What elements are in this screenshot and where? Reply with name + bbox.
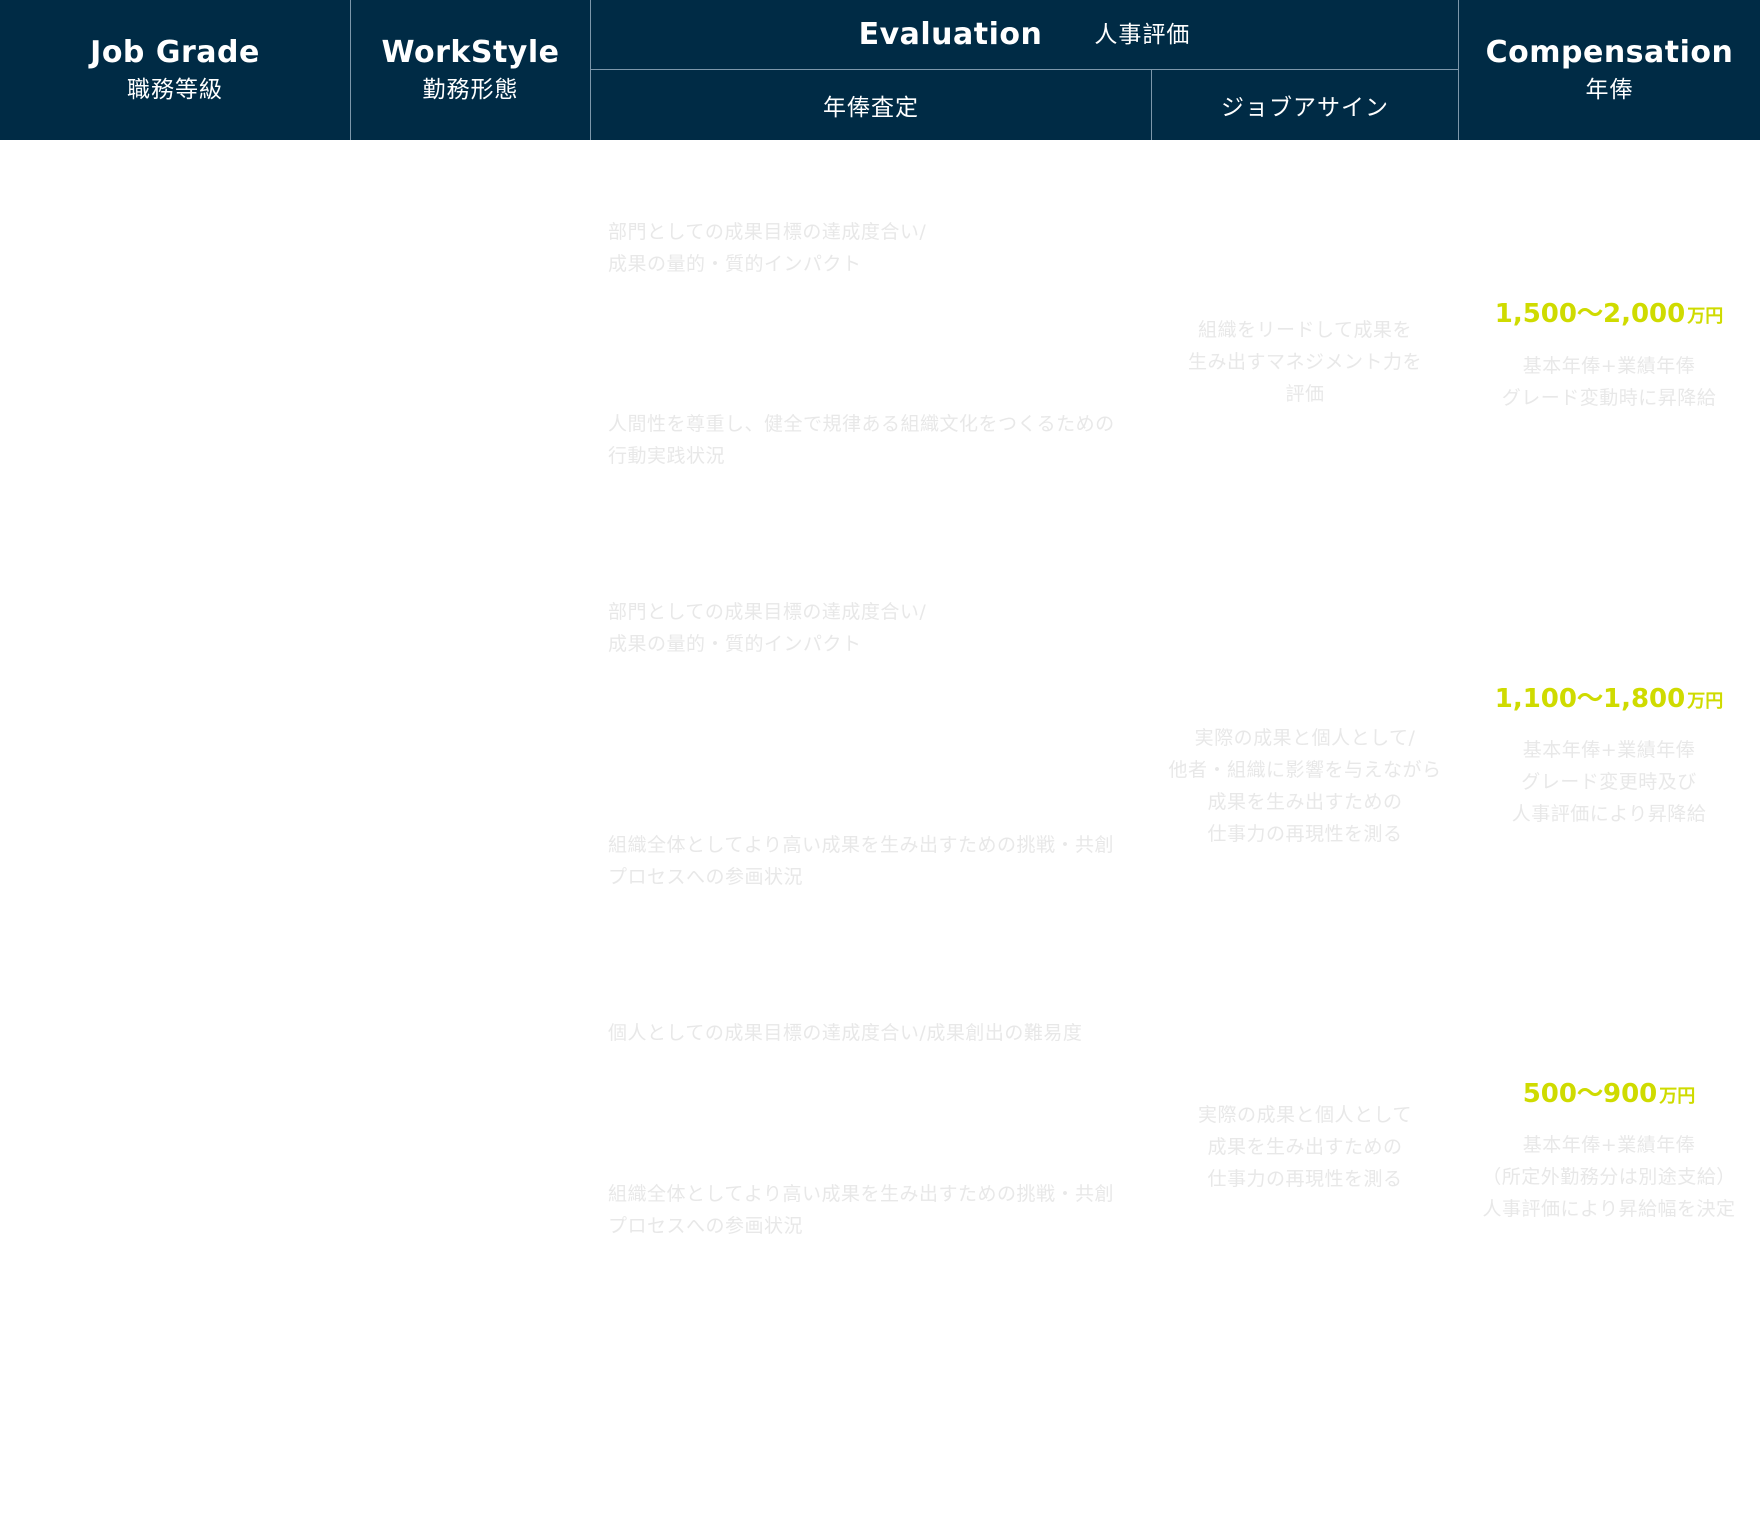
row1-salary-unit: 万円 <box>1687 306 1724 327</box>
column-divider <box>590 0 591 140</box>
row3-salary-note: 基本年俸+業績年俸 （所定外勤務分は別途支給） 人事評価により昇給幅を決定 <box>1482 1134 1736 1220</box>
job-assign-label: ジョブアサイン <box>1221 95 1389 121</box>
row1-salary-range: 1,500〜2,000 <box>1494 299 1686 329</box>
header-compensation: Compensation 年俸 <box>1459 0 1760 140</box>
row2-salary-range: 1,100〜1,800 <box>1494 684 1686 714</box>
row3-review-item-1: 個人としての成果目標の達成度合い/成果創出の難易度 <box>608 1022 1083 1044</box>
row3-salary-unit: 万円 <box>1659 1086 1696 1107</box>
header-workstyle: WorkStyle 勤務形態 <box>351 0 590 140</box>
header-job-assign: ジョブアサイン <box>1152 70 1458 140</box>
row3-salary-range: 500〜900 <box>1522 1079 1658 1109</box>
job-grade-title: Job Grade <box>90 35 260 70</box>
row1-job-assign: 組織をリードして成果を 生み出すマネジメント力を 評価 <box>1187 319 1422 405</box>
job-grade-subtitle: 職務等級 <box>127 77 223 103</box>
row2-review-item-1: 部門としての成果目標の達成度合い/ 成果の量的・質的インパクト <box>608 601 927 655</box>
row1-review-item-2: 人間性を尊重し、健全で規律ある組織文化をつくるための 行動実践状況 <box>608 413 1115 467</box>
row-divider <box>591 69 1458 70</box>
compensation-subtitle: 年俸 <box>1585 77 1634 103</box>
header-annual-review: 年俸査定 <box>591 70 1151 140</box>
row2-salary-unit: 万円 <box>1687 691 1724 712</box>
workstyle-title: WorkStyle <box>381 35 560 70</box>
compensation-title: Compensation <box>1485 35 1734 70</box>
row3-job-assign: 実際の成果と個人として 成果を生み出すための 仕事力の再現性を測る <box>1198 1104 1412 1190</box>
row2-salary-note: 基本年俸+業績年俸 グレード変更時及び 人事評価により昇降給 <box>1511 739 1707 825</box>
header-evaluation: Evaluation 人事評価 <box>591 0 1458 69</box>
column-divider <box>1151 70 1152 140</box>
evaluation-subtitle: 人事評価 <box>1094 21 1191 48</box>
column-divider <box>1458 0 1459 140</box>
column-divider <box>350 0 351 140</box>
header-job-grade: Job Grade 職務等級 <box>0 0 350 140</box>
annual-review-label: 年俸査定 <box>823 95 919 121</box>
row2-job-assign: 実際の成果と個人として/ 他者・組織に影響を与えながら 成果を生み出すための 仕… <box>1168 727 1442 845</box>
workstyle-subtitle: 勤務形態 <box>422 77 519 103</box>
row2-review-item-2: 組織全体としてより高い成果を生み出すための挑戦・共創 プロセスへの参画状況 <box>608 834 1115 888</box>
row3-review-item-2: 組織全体としてより高い成果を生み出すための挑戦・共創 プロセスへの参画状況 <box>608 1183 1115 1237</box>
table-header: Job Grade 職務等級 WorkStyle 勤務形態 Evaluation… <box>0 0 1760 140</box>
row1-review-item-1: 部門としての成果目標の達成度合い/ 成果の量的・質的インパクト <box>608 221 927 275</box>
row1-salary-note: 基本年俸+業績年俸 グレード変動時に昇降給 <box>1501 355 1717 409</box>
evaluation-title: Evaluation <box>858 16 1043 52</box>
